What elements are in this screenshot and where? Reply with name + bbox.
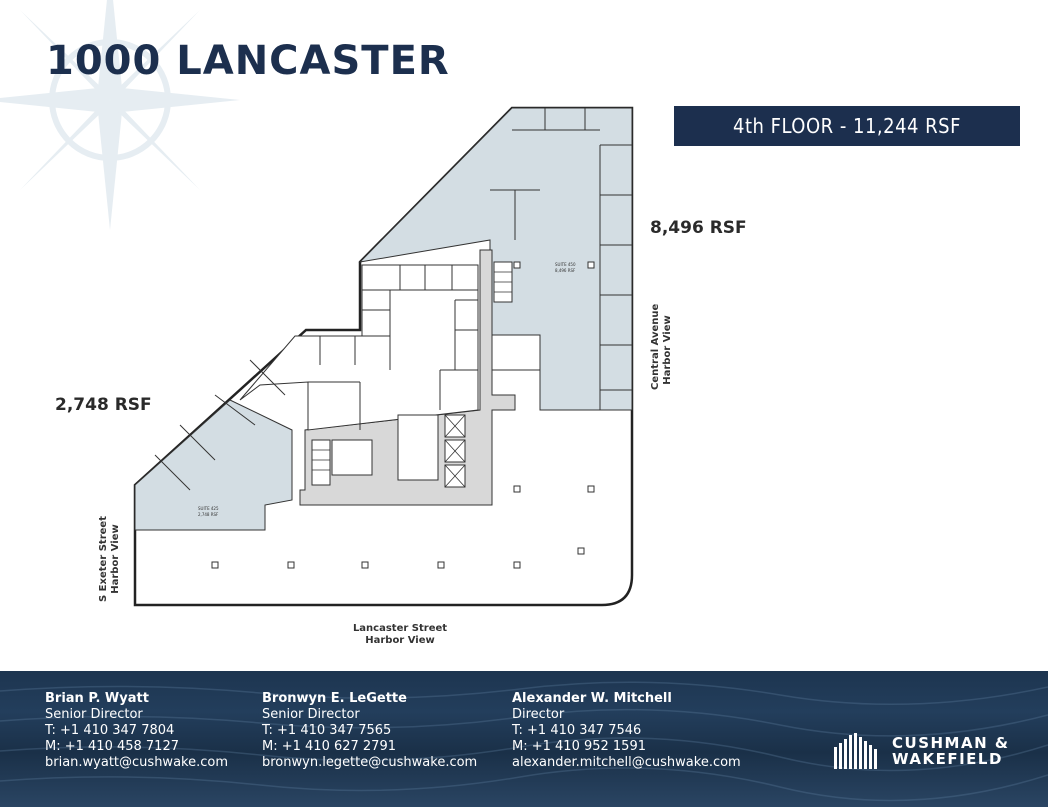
contact-name: Bronwyn E. LeGette <box>262 691 407 706</box>
page-title: 1000 LANCASTER <box>46 38 450 84</box>
compass-rose-watermark <box>0 0 240 230</box>
contact-card: Bronwyn E. LeGette Senior Director T: +1… <box>262 691 477 771</box>
svg-text:SUITE 425: SUITE 425 <box>198 506 219 511</box>
contact-mobile[interactable]: M: +1 410 627 2791 <box>262 739 396 754</box>
street-view: Harbor View <box>365 635 435 646</box>
street-name: Central Avenue <box>650 303 661 390</box>
water-texture <box>0 681 1048 802</box>
svg-text:2,748 RSF: 2,748 RSF <box>198 512 219 517</box>
contact-name: Brian P. Wyatt <box>45 691 149 706</box>
floor-banner: 4th FLOOR - 11,244 RSF <box>674 106 1020 146</box>
svg-text:8,496 RSF: 8,496 RSF <box>555 268 576 273</box>
svg-text:SUITE 450: SUITE 450 <box>555 262 576 267</box>
contact-role: Director <box>512 707 565 722</box>
street-name: Lancaster Street <box>352 623 448 634</box>
contact-phone[interactable]: T: +1 410 347 7565 <box>262 723 392 738</box>
office-cluster <box>239 264 479 431</box>
cushman-wakefield-logo: CUSHMAN & WAKEFIELD <box>832 733 1009 769</box>
contact-role: Senior Director <box>45 707 143 722</box>
contact-card: Alexander W. Mitchell Director T: +1 410… <box>512 691 741 771</box>
contact-email[interactable]: brian.wyatt@cushwake.com <box>45 755 228 770</box>
contact-email[interactable]: bronwyn.legette@cushwake.com <box>262 755 478 770</box>
contact-card: Brian P. Wyatt Senior Director T: +1 410… <box>45 691 228 771</box>
contact-footer: Brian P. Wyatt Senior Director T: +1 410… <box>0 671 1048 807</box>
contact-mobile[interactable]: M: +1 410 458 7127 <box>45 739 179 754</box>
floor-plan: SUITE 450 8,496 RSF SUITE 425 2,748 RSF <box>133 106 634 607</box>
suite-425-area <box>134 399 293 531</box>
street-name: S Exeter Street <box>98 516 109 602</box>
contact-phone[interactable]: T: +1 410 347 7804 <box>45 723 175 738</box>
building-bars-icon <box>834 733 877 769</box>
contact-name: Alexander W. Mitchell <box>512 691 672 706</box>
logo-line-2: WAKEFIELD <box>892 750 1003 768</box>
street-view: Harbor View <box>662 315 673 385</box>
street-label-lancaster: Lancaster Street Harbor View <box>330 623 470 647</box>
street-view: Harbor View <box>110 524 121 594</box>
contact-email[interactable]: alexander.mitchell@cushwake.com <box>512 755 741 770</box>
contact-mobile[interactable]: M: +1 410 952 1591 <box>512 739 646 754</box>
suite-425-rsf-label: 2,748 RSF <box>55 395 152 415</box>
contact-role: Senior Director <box>262 707 360 722</box>
logo-line-1: CUSHMAN & <box>892 734 1010 752</box>
suite-450-rsf-label: 8,496 RSF <box>650 218 747 238</box>
contact-phone[interactable]: T: +1 410 347 7546 <box>512 723 642 738</box>
